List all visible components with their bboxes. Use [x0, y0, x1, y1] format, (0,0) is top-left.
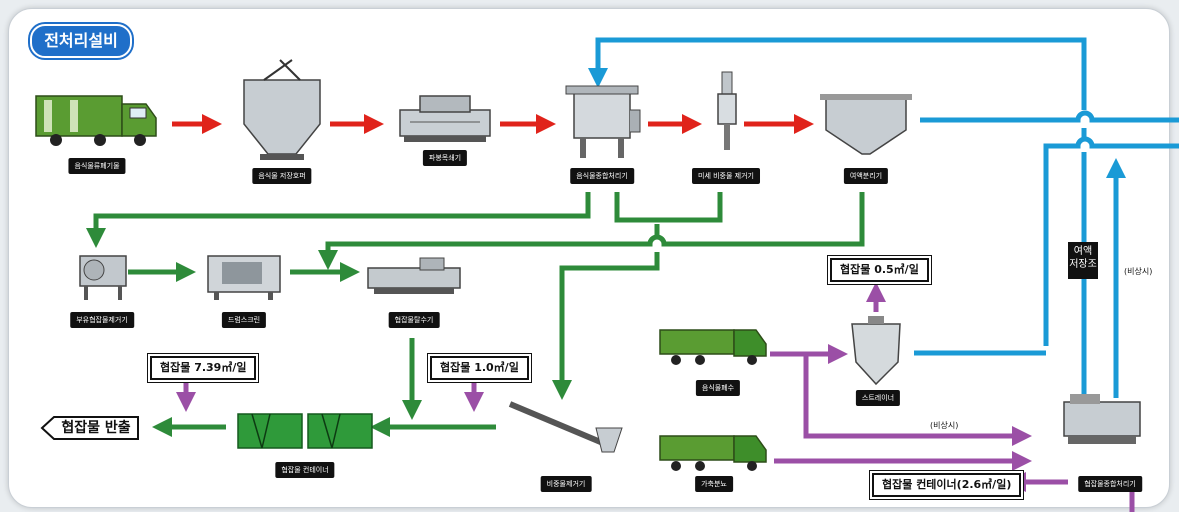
blue-flows: [588, 37, 1179, 398]
manure-truck-icon: [659, 435, 767, 471]
livestock-manure-label: 가축분뇨: [695, 476, 733, 492]
debris-processor-label: 협잡물종합처리기: [1078, 476, 1142, 492]
food-wastewater-label: 음식물폐수: [695, 380, 741, 396]
green-flows: [86, 192, 865, 437]
heavy-remover-label: 비중물제거기: [540, 476, 592, 492]
fine-remover-icon: [717, 71, 737, 150]
crusher-icon: [399, 95, 491, 142]
crusher-label: 파봉목쇄기: [422, 150, 468, 166]
debris-containers-icon: [237, 413, 373, 449]
output-arrow-icon: [40, 416, 139, 440]
section-badge: 전처리설비: [30, 24, 132, 58]
debris-processor-icon: [1063, 394, 1141, 444]
output-label: 협잡물 반출: [61, 420, 131, 436]
liquid-separator-label: 여액분리기: [843, 168, 889, 184]
strainer-debris-amount: 협잡물 0.5㎥/일: [828, 256, 931, 284]
liquid-storage-tank-label: 여액 저장조: [1068, 242, 1098, 279]
flow-separator-out: [920, 110, 1179, 123]
dewatered-debris-amount: 협잡물 1.0㎥/일: [428, 354, 531, 382]
purple-flows: [176, 282, 1135, 512]
drum-screen-icon: [207, 255, 281, 300]
dewaterer-label: 협잡물탈수기: [388, 312, 440, 328]
emergency-note-vertical: (비상시): [1124, 267, 1153, 276]
integrated-processor-label: 음식물종합처리기: [570, 168, 634, 184]
flow-fine-return: [614, 192, 723, 223]
integrated-processor-icon: [565, 85, 641, 158]
liquid-separator-icon: [820, 94, 912, 155]
float-remover-label: 부유협잡물제거기: [70, 312, 134, 328]
flow-processor-to-float: [86, 192, 591, 248]
processor-container-amount: 협잡물 컨테이너(2.6㎥/일): [869, 471, 1024, 499]
garbage-truck-icon: [35, 95, 157, 146]
flow-separator-to-dewater: [318, 192, 865, 270]
flow-to-heavy-remover: [562, 224, 660, 392]
fine-remover-label: 미세 비중물 제거기: [692, 168, 760, 184]
strainer-label: 스트레이너: [855, 390, 901, 406]
flow-recirculation: [588, 37, 1087, 110]
wastewater-truck-icon: [659, 329, 767, 365]
emergency-note-horizontal: (비상시): [930, 421, 959, 430]
float-remover-icon: [79, 255, 127, 300]
heavy-remover-icon: [508, 401, 623, 453]
strainer-icon: [851, 316, 901, 386]
container-debris-amount: 협잡물 7.39㎥/일: [147, 354, 259, 382]
drum-screen-label: 드럼스크린: [221, 312, 267, 328]
storage-hopper-icon: [243, 59, 321, 160]
dewaterer-icon: [367, 257, 461, 294]
storage-hopper-label: 음식물 저장호퍼: [252, 168, 312, 184]
flow-emergency-to-processor: [803, 354, 1032, 446]
containers-label: 협잡물 컨테이너: [275, 462, 335, 478]
flow-strainer-out: [1043, 136, 1179, 346]
waste-truck-label: 음식물류폐기물: [68, 158, 126, 174]
debris-output-sign: 협잡물 반출: [40, 416, 140, 440]
